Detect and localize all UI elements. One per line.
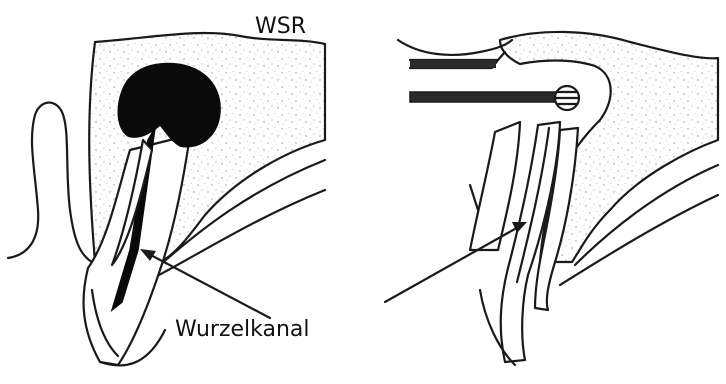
left-leader-line — [145, 252, 270, 318]
leader-lines — [140, 222, 527, 318]
right-flap — [398, 40, 512, 55]
right-adjacent-tooth-edge — [470, 185, 478, 210]
left-apical-lesion — [118, 63, 220, 146]
label-wurzelkanal: Wurzelkanal — [175, 317, 310, 342]
left-lip-fold — [8, 103, 92, 262]
left-panel — [8, 33, 325, 365]
right-leader-line — [385, 225, 522, 302]
label-wsr: WSR — [255, 14, 306, 39]
right-retractor-body — [410, 60, 496, 68]
right-panel — [398, 32, 718, 365]
right-bur-shaft — [410, 92, 558, 102]
